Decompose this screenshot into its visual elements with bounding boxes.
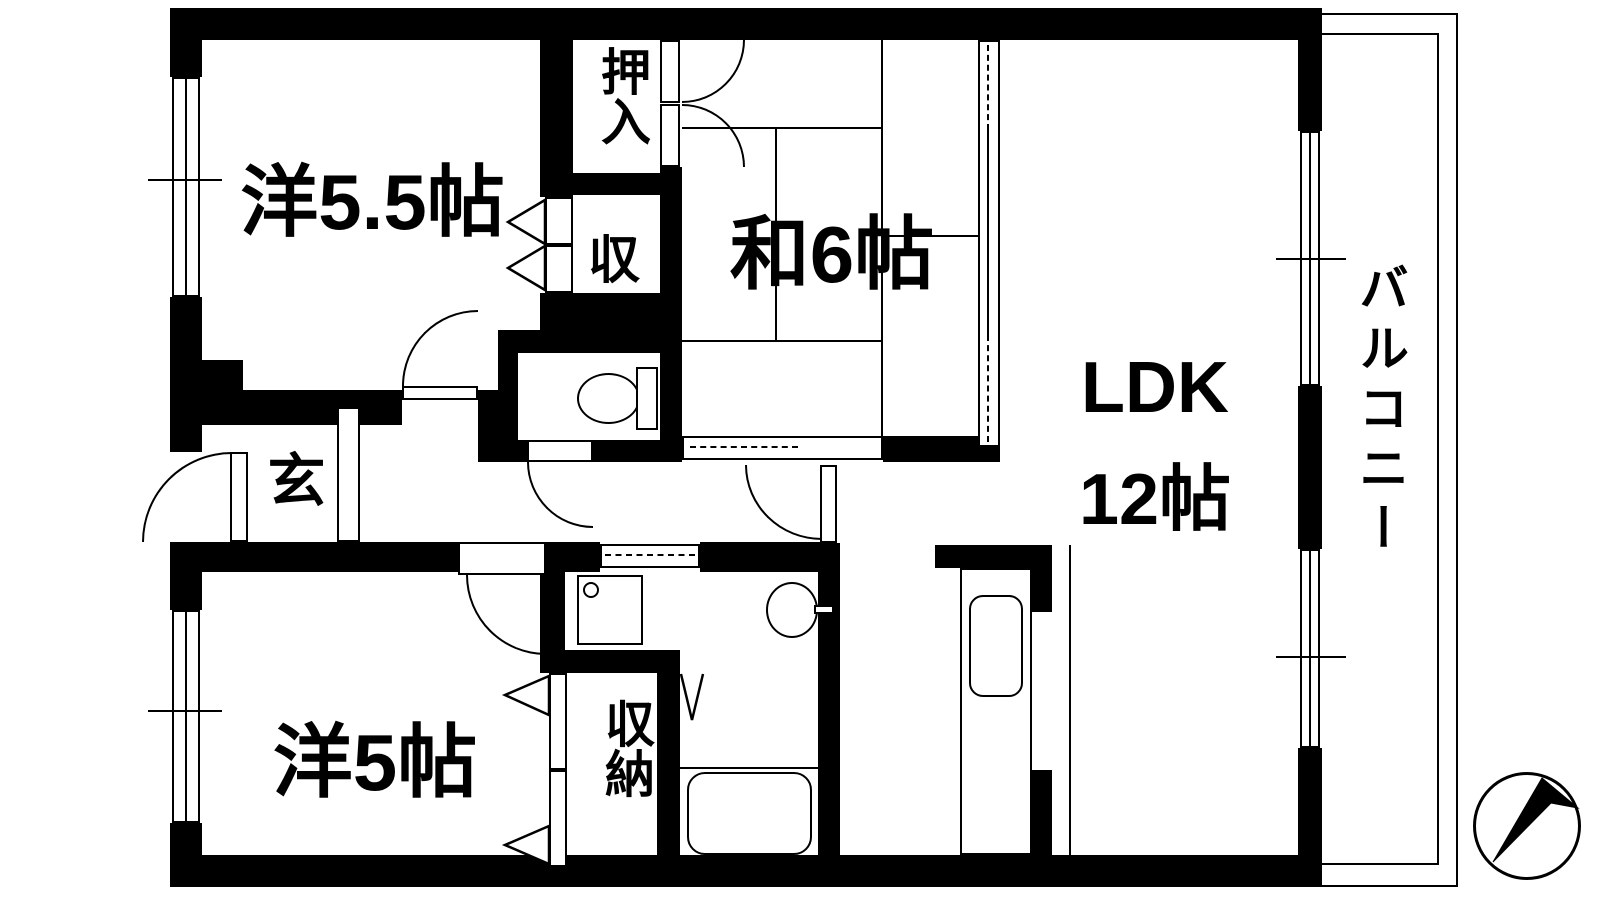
kitchen-boundary-line: [1069, 545, 1071, 855]
washing-machine-drain: [583, 582, 599, 598]
wall-segment: [1032, 770, 1052, 855]
wall-segment: [1298, 748, 1322, 887]
bifold-door-panel: [545, 245, 573, 293]
door-leaf: [820, 465, 837, 543]
wall-segment: [478, 390, 518, 462]
door-swing-arc: [682, 104, 745, 167]
window-tick: [148, 179, 222, 181]
room-label-ldk-line2: 12帖: [1078, 459, 1232, 540]
door-swing-arc: [402, 310, 478, 386]
entrance-door-leaf: [230, 452, 248, 542]
room-label-oshiire: 押入: [594, 46, 650, 146]
tatami-line: [775, 127, 777, 342]
sliding-partition-dashes: [987, 45, 989, 130]
window-centerline: [185, 77, 187, 297]
wall-segment: [935, 545, 1052, 568]
bifold-door-panel: [545, 197, 573, 245]
tatami-line: [881, 40, 883, 447]
wall-segment: [657, 650, 680, 855]
wall-segment: [540, 40, 573, 197]
wall-segment: [170, 297, 202, 452]
wall-segment: [540, 650, 680, 673]
washbasin-icon: [766, 582, 818, 638]
room-label-storage-lower: 収納: [598, 698, 654, 798]
bath-folding-door: [679, 673, 705, 721]
sliding-partition-centerline: [987, 130, 989, 335]
door-leaf: [660, 40, 680, 103]
genkan-threshold: [337, 407, 360, 542]
room-label-storage-upper: 収: [587, 232, 640, 290]
window-tick: [1276, 656, 1346, 658]
kitchen-sink-icon: [969, 595, 1023, 697]
room-label-balcony: バルコニー: [1352, 262, 1408, 562]
wall-segment: [818, 543, 840, 855]
room-label-japanese-6: 和6帖: [729, 210, 935, 299]
wall-segment: [498, 330, 682, 353]
wall-segment: [170, 8, 1322, 40]
window-centerline: [1309, 549, 1311, 748]
wall-segment: [170, 823, 202, 887]
sliding-door: [682, 436, 883, 460]
wall-segment: [170, 542, 458, 572]
door-swing-arc: [682, 40, 745, 103]
wall-segment: [1298, 8, 1322, 131]
balcony-railing-inner: [1322, 33, 1439, 865]
washing-machine-pan-icon: [577, 575, 643, 645]
bath-step-line: [680, 767, 818, 769]
room-label-genkan: 玄: [267, 449, 326, 514]
sliding-door-dashes: [605, 554, 695, 556]
bathtub-icon: [687, 772, 812, 855]
wall-segment: [1032, 568, 1052, 612]
window-tick: [1276, 258, 1346, 260]
wall-segment: [593, 440, 682, 462]
bifold-door-panel: [549, 770, 567, 867]
door-leaf: [402, 386, 478, 400]
sliding-door: [600, 544, 700, 568]
wall-segment: [518, 440, 528, 462]
washbasin-tap: [814, 605, 834, 614]
wall-segment: [202, 390, 402, 425]
tatami-line: [682, 340, 882, 342]
door-leaf: [660, 104, 680, 167]
door-leaf: [458, 542, 546, 575]
room-label-ldk: LDK 12帖: [1010, 333, 1300, 556]
sliding-partition-dashes: [987, 335, 989, 442]
tatami-line: [881, 235, 978, 237]
sliding-partition: [978, 40, 1000, 447]
door-swing-arc: [745, 465, 822, 540]
wall-segment: [170, 855, 1322, 887]
toilet-icon: [577, 373, 640, 424]
wall-segment: [660, 167, 682, 462]
window-centerline: [185, 610, 187, 823]
tatami-line: [682, 127, 882, 129]
bifold-door-panel: [549, 673, 567, 770]
bifold-triangle: [505, 243, 547, 293]
window-tick: [148, 710, 222, 712]
door-swing-arc: [527, 462, 593, 528]
sliding-door-dashes: [690, 446, 798, 448]
compass-icon: [1473, 772, 1581, 880]
balcony-railing-outer: [1322, 13, 1458, 887]
room-label-western-5: 洋5帖: [272, 718, 478, 807]
room-label-ldk-line1: LDK: [1081, 348, 1229, 428]
wall-segment: [1298, 386, 1322, 549]
room-label-western-5-5: 洋5.5帖: [240, 158, 505, 246]
toilet-tank: [636, 367, 658, 430]
wall-segment: [573, 173, 660, 195]
wall-segment: [700, 542, 820, 572]
wall-segment: [540, 293, 660, 330]
entrance-door-swing-arc: [142, 452, 232, 542]
wall-segment: [170, 8, 202, 77]
door-swing-arc: [466, 575, 546, 655]
door-leaf: [527, 440, 593, 462]
